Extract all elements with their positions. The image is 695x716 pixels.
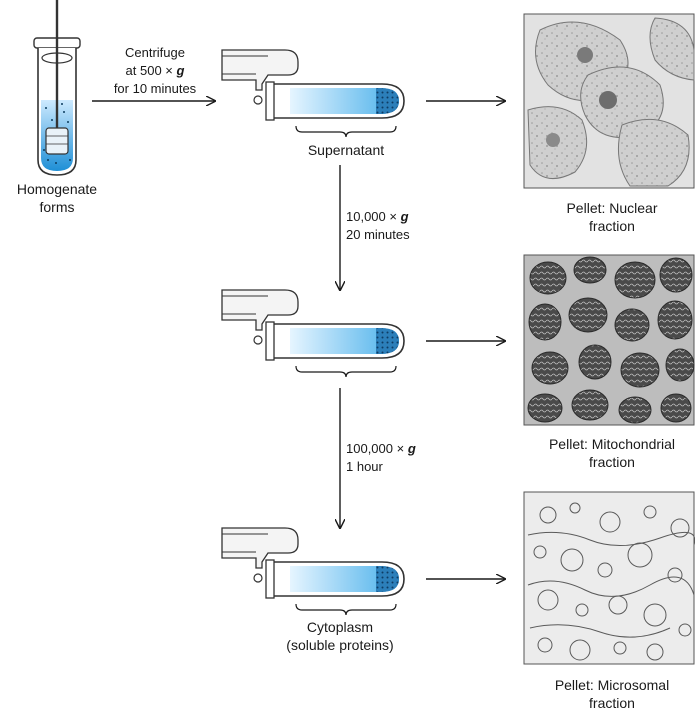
micrograph-mitochondrial: Pellet: Mitochondrial fraction bbox=[523, 254, 695, 470]
tube-1-brace bbox=[295, 125, 397, 138]
step2-line2: 20 minutes bbox=[346, 227, 410, 242]
centrifuge-tube-2 bbox=[221, 289, 505, 378]
homogenate-label-line1: Homogenate bbox=[17, 181, 97, 197]
tube-1-liquid bbox=[290, 88, 399, 114]
tube-3-liquid bbox=[290, 566, 399, 592]
micrograph-nuclear: Pellet: Nuclear fraction bbox=[523, 13, 695, 234]
step1: Centrifuge at 500 × g for 10 minutes bbox=[92, 45, 215, 101]
rotor-arm-3 bbox=[221, 527, 299, 569]
pellet-microsomal-line2: fraction bbox=[589, 695, 635, 711]
tube-2-liquid bbox=[290, 328, 399, 354]
tube-3-brace bbox=[295, 603, 397, 616]
step3-line2: 1 hour bbox=[346, 459, 384, 474]
tube-3-pellet bbox=[376, 566, 399, 592]
step1-line3: for 10 minutes bbox=[114, 81, 197, 96]
step2-line1: 10,000 × g bbox=[346, 209, 409, 224]
cytoplasm-label-line2: (soluble proteins) bbox=[286, 637, 393, 653]
microsomes bbox=[527, 502, 695, 661]
cytoplasm-label-line1: Cytoplasm bbox=[307, 619, 373, 635]
tube-1-pellet bbox=[376, 88, 399, 114]
homogenate-particles bbox=[43, 103, 71, 164]
pellet-nuclear-line1: Pellet: Nuclear bbox=[566, 200, 657, 216]
homogenate-label-line2: forms bbox=[40, 199, 75, 215]
centrifuge-tube-3: Cytoplasm (soluble proteins) bbox=[221, 527, 505, 653]
supernatant-label: Supernatant bbox=[308, 142, 384, 158]
micrograph-microsomal: Pellet: Microsomal fraction bbox=[523, 491, 695, 711]
homogenizer-pestle-head bbox=[45, 127, 69, 155]
rotor-arm-1 bbox=[221, 49, 299, 91]
pellet-microsomal-line1: Pellet: Microsomal bbox=[555, 677, 669, 693]
step3-line1: 100,000 × g bbox=[346, 441, 416, 456]
step1-line1: Centrifuge bbox=[125, 45, 185, 60]
rotor-arm-2 bbox=[221, 289, 299, 331]
centrifuge-tube-1: Supernatant bbox=[221, 49, 505, 158]
step1-line2: at 500 × g bbox=[126, 63, 185, 78]
step2: 10,000 × g 20 minutes bbox=[340, 165, 410, 290]
tube-2-pellet bbox=[376, 328, 399, 354]
tube-2-brace bbox=[295, 365, 397, 378]
nuclear-cells bbox=[527, 17, 695, 187]
step3: 100,000 × g 1 hour bbox=[340, 388, 416, 528]
pellet-mitochondrial-line2: fraction bbox=[589, 454, 635, 470]
pellet-nuclear-line2: fraction bbox=[589, 218, 635, 234]
homogenizer: Homogenate forms bbox=[17, 0, 97, 215]
mitochondria bbox=[527, 256, 695, 424]
pellet-mitochondrial-line1: Pellet: Mitochondrial bbox=[549, 436, 675, 452]
